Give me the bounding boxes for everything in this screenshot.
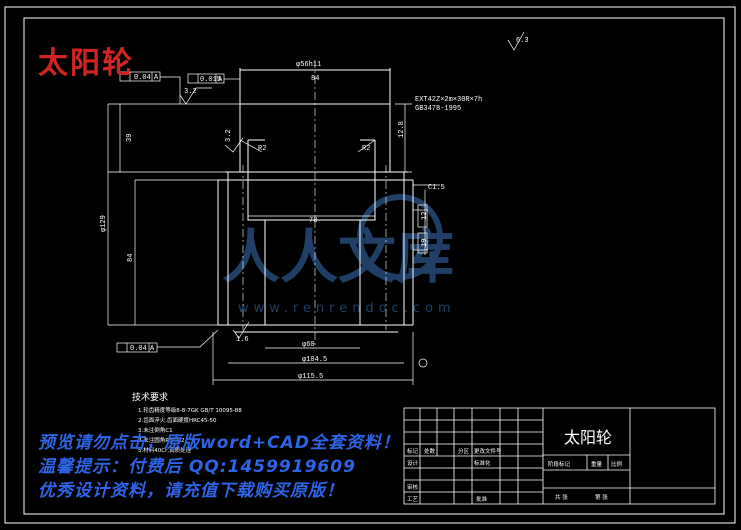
dim-rough-bottom: 1.6 — [236, 336, 249, 344]
tech-line-5: 5.材料40Cr,调质处理 — [138, 446, 192, 454]
dim-datum-2: A — [218, 76, 223, 84]
part-outline — [217, 68, 414, 333]
tb-stage: 阶段标记 — [548, 460, 571, 468]
dim-rough-side: 3.2 — [225, 129, 233, 142]
tb-weight: 重量 — [591, 460, 603, 468]
dimension-lines — [107, 103, 428, 385]
dim-chamfer: C1.5 — [428, 184, 445, 192]
dim-angle-left: R2 — [258, 145, 266, 153]
tb-approve: 批准 — [476, 495, 488, 503]
dim-datum-3: A — [150, 345, 155, 353]
dim-spline1: EXT42Z×2m×30R×7h — [415, 96, 482, 104]
dim-outer-dia: φ104.5 — [302, 356, 327, 364]
dim-keyway: 12.8 — [398, 121, 406, 138]
promo-line-2: 温馨提示：付费后 QQ:1459919609 — [38, 457, 356, 477]
promo-line-3: 优秀设计资料，请充值下载购买原版！ — [38, 481, 344, 501]
watermark: 人人文库 www.renrendoc.com — [222, 194, 456, 316]
tb-scale: 比例 — [611, 460, 623, 468]
dim-datum-1: A — [154, 74, 159, 82]
tb-row1-3: 更改文件号 — [474, 447, 502, 455]
dim-top-len: 84 — [311, 75, 319, 83]
tech-heading: 技术要求 — [132, 391, 168, 403]
inner-frame — [23, 17, 725, 515]
logo-title: 太阳轮 — [38, 46, 134, 81]
outer-frame — [4, 6, 736, 524]
tb-process: 工艺 — [407, 496, 419, 503]
dim-top-tol2: 0.015 — [200, 76, 221, 84]
tech-line-2: 2.齿面淬火,齿面硬度HRC45-50 — [138, 416, 217, 424]
dim-bore-depth: 84 — [127, 254, 135, 262]
dim-top-tol1: 0.04 — [134, 74, 151, 82]
tech-line-3: 3.未注倒角C1 — [138, 426, 173, 434]
tech-line-1: 1.轮齿精度等级8-8-7GK GB/T 10095-88 — [138, 406, 242, 414]
dim-tol-r1: 12 — [421, 212, 429, 220]
dim-rough-top: 3.2 — [184, 88, 197, 96]
tb-row1-0: 标记 — [407, 447, 419, 455]
dim-angle-right: R2 — [362, 145, 370, 153]
center-lines — [242, 60, 387, 345]
tech-requirements: 技术要求 1.轮齿精度等级8-8-7GK GB/T 10095-88 2.齿面淬… — [132, 391, 242, 454]
watermark-brand: 人人文库 — [222, 223, 454, 291]
tb-review: 审核 — [407, 483, 419, 491]
tb-row1-1: 处数 — [424, 447, 436, 455]
dim-left-h: 39 — [126, 134, 134, 142]
title-block: 太阳轮 标记 处数 分区 更改文件号 设计 标准化 审核 工艺 批准 阶段标记 … — [403, 407, 716, 505]
dim-od: φ129 — [100, 215, 108, 232]
dimension-labels: φ56h11 84 0.04 A 0.015 A 3.2 39 3.2 12.8… — [100, 37, 529, 381]
tb-design: 设计 — [407, 459, 419, 467]
promo-line-1: 预览请勿点击，原版word+CAD全套资料！ — [38, 433, 400, 453]
dim-bottom-tol: 0.04 — [130, 345, 147, 353]
dim-top-fit: φ56h11 — [296, 61, 321, 69]
dim-pcd: φ115.5 — [298, 373, 323, 381]
tb-sheets-total: 共 张 — [555, 493, 568, 501]
dim-bore: 78 — [309, 217, 317, 225]
tb-standard: 标准化 — [474, 459, 491, 467]
tb-sheet-number: 第 张 — [595, 493, 608, 501]
tech-line-4: 4.未注圆角R1~R2 — [138, 436, 185, 444]
dim-tol-r2: 19 — [421, 239, 429, 247]
dim-spline2: GB3478-1995 — [415, 105, 461, 113]
dim-inner-dia: φ60 — [302, 341, 315, 349]
tolerance-frames — [116, 31, 525, 368]
watermark-url: www.renrendoc.com — [238, 301, 456, 316]
dim-rough-corner: 6.3 — [516, 37, 529, 45]
title-part-name: 太阳轮 — [564, 428, 612, 447]
tb-row1-2: 分区 — [458, 447, 470, 455]
